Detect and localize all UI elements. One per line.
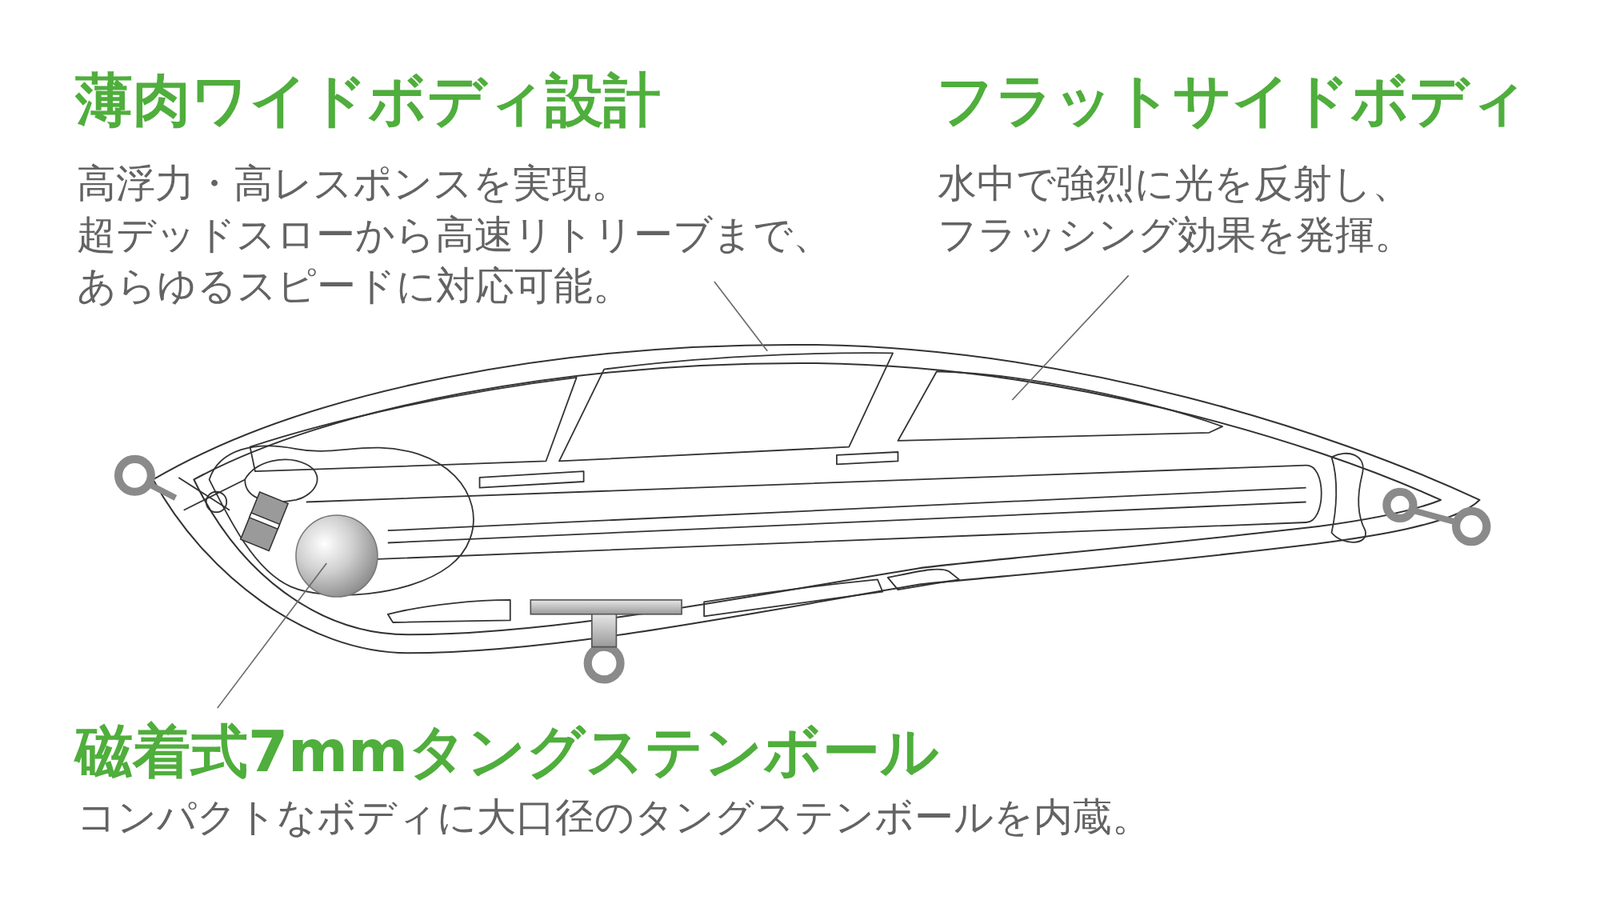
belly-hook-plate-part bbox=[592, 614, 617, 648]
leader-lines-part bbox=[714, 281, 768, 352]
magnet-part bbox=[240, 492, 288, 551]
eyes-part bbox=[588, 647, 621, 680]
callout-body: コンパクトなボディに大口径のタングステンボールを内蔵。 bbox=[76, 792, 1152, 844]
body-chambers-part bbox=[704, 579, 883, 616]
body-chambers-part bbox=[1331, 453, 1366, 543]
body-chambers-part bbox=[480, 471, 584, 488]
body-chambers-part bbox=[388, 600, 511, 623]
lure-body-part bbox=[152, 344, 1480, 653]
leader-lines-part bbox=[217, 563, 327, 708]
magnet-part bbox=[249, 512, 280, 529]
leader-lines-part bbox=[1012, 275, 1128, 400]
tungsten-ball-part bbox=[296, 515, 378, 597]
line-tie-part bbox=[178, 477, 245, 511]
body-chambers-part bbox=[244, 459, 317, 502]
body-chambers-part bbox=[250, 377, 577, 472]
body-chambers-part bbox=[388, 488, 1307, 532]
lure-body bbox=[152, 344, 1480, 653]
body-chambers-part bbox=[888, 569, 960, 591]
magnet bbox=[240, 492, 288, 551]
body-chambers-part bbox=[388, 501, 1307, 543]
body-chambers-part bbox=[836, 452, 899, 464]
body-chambers-part bbox=[897, 371, 1223, 441]
callout-heading: フラットサイドボディ bbox=[936, 65, 1528, 135]
eyes bbox=[118, 459, 1487, 680]
line-tie bbox=[178, 477, 245, 512]
belly-hook-plate-part bbox=[530, 600, 682, 615]
lure-body-part bbox=[193, 363, 1441, 635]
body-chambers bbox=[209, 352, 1367, 623]
callout-heading: 磁着式7mmタングステンボール bbox=[75, 716, 940, 786]
tungsten-ball bbox=[296, 515, 378, 597]
eyes-part bbox=[1412, 510, 1457, 523]
leader-lines bbox=[217, 275, 1129, 708]
callout-body: 水中で強烈に光を反射し、 フラッシング効果を発揮。 bbox=[937, 158, 1456, 261]
eyes-part bbox=[1456, 511, 1487, 542]
belly-hook-plate bbox=[530, 600, 682, 648]
body-chambers-part bbox=[559, 352, 893, 461]
eyes-part bbox=[148, 484, 176, 499]
callout-body: 高浮力・高レスポンスを実現。 超デッドスローから高速リトリーブまで、 あらゆるス… bbox=[76, 158, 869, 312]
eyes-part bbox=[1386, 492, 1413, 519]
eyes-part bbox=[118, 459, 152, 492]
callout-heading: 薄肉ワイドボディ設計 bbox=[75, 65, 661, 135]
